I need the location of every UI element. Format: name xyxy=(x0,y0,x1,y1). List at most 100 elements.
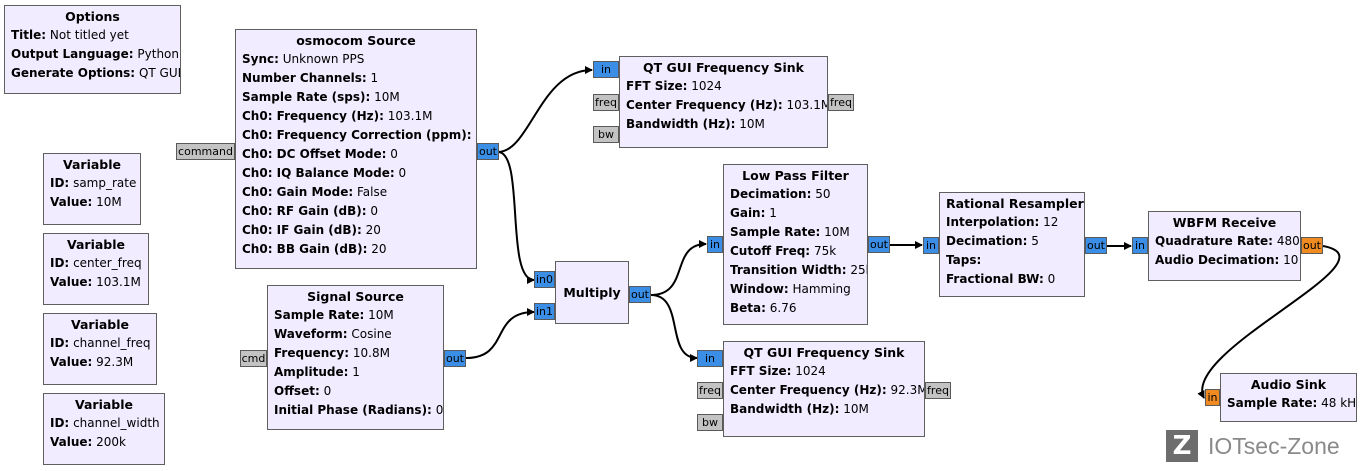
wire-signal-to-multiply[interactable] xyxy=(465,308,535,359)
block-title: Variable xyxy=(62,157,122,172)
signal-source-block[interactable]: Signal Source Sample Rate: 10M Waveform:… xyxy=(267,285,444,430)
block-title: QT GUI Frequency Sink xyxy=(743,345,905,360)
param-row: Sync: Unknown PPS xyxy=(242,52,365,66)
signal-out-port[interactable]: out xyxy=(444,350,466,367)
multiply-in1-port[interactable]: in1 xyxy=(534,303,555,320)
param-row: Taps: xyxy=(946,253,982,267)
block-title: Multiply xyxy=(563,285,621,300)
variable-block-center-freq[interactable]: Variable ID: center_freq Value: 103.1M xyxy=(43,233,149,305)
param-row: Value: 92.3M xyxy=(50,355,134,369)
param-row: Waveform: Cosine xyxy=(274,327,392,341)
param-row: FFT Size: 1024 xyxy=(730,364,826,378)
signal-cmd-port[interactable]: cmd xyxy=(240,350,267,367)
block-title: QT GUI Frequency Sink xyxy=(643,60,804,75)
freqsink1-freq-in-port[interactable]: freq xyxy=(593,94,619,111)
param-row: Initial Phase (Radians): 0 xyxy=(274,403,444,417)
watermark-logo-icon: Z xyxy=(1166,430,1198,462)
param-row: ID: channel_freq xyxy=(50,336,151,350)
wire-multiply-to-lpf[interactable] xyxy=(650,240,707,296)
block-title: osmocom Source xyxy=(296,33,416,48)
lpf-out-port[interactable]: out xyxy=(868,236,890,253)
param-row: Frequency: 10.8M xyxy=(274,346,390,360)
rational-resampler-block[interactable]: Rational Resampler Interpolation: 12 Dec… xyxy=(939,192,1085,297)
param-row: Interpolation: 12 xyxy=(946,215,1059,229)
wire-multiply-to-freqsink2[interactable] xyxy=(650,294,698,362)
param-row: Ch0: Frequency Correction (ppm): 0 xyxy=(242,128,476,142)
param-row: Ch0: IQ Balance Mode: 0 xyxy=(242,166,407,180)
param-row: Decimation: 5 xyxy=(946,234,1039,248)
block-title: Variable xyxy=(74,397,134,412)
param-row: Ch0: Gain Mode: False xyxy=(242,185,388,199)
param-row: Center Frequency (Hz): 92.3M xyxy=(730,383,925,397)
audio-sink-block[interactable]: Audio Sink Sample Rate: 48 kHz xyxy=(1220,373,1357,422)
freqsink1-in-port[interactable]: in xyxy=(593,61,619,78)
lpf-in-port[interactable]: in xyxy=(707,236,723,253)
block-title: Variable xyxy=(70,317,130,332)
param-row: Cutoff Freq: 75k xyxy=(730,244,837,258)
freqsink1-bw-port[interactable]: bw xyxy=(593,126,619,143)
low-pass-filter-block[interactable]: Low Pass Filter Decimation: 50 Gain: 1 S… xyxy=(723,164,868,325)
variable-block-channel-freq[interactable]: Variable ID: channel_freq Value: 92.3M xyxy=(43,313,157,385)
block-title: Low Pass Filter xyxy=(742,168,849,183)
freq-sink-block-1[interactable]: QT GUI Frequency Sink FFT Size: 1024 Cen… xyxy=(619,56,828,148)
options-block[interactable]: Options Title: Not titled yet Output Lan… xyxy=(4,5,181,94)
param-row: ID: samp_rate xyxy=(50,176,137,190)
freqsink2-freq-out-port[interactable]: freq xyxy=(925,382,951,399)
param-row: Gain: 1 xyxy=(730,206,777,220)
param-row: Window: Hamming xyxy=(730,282,851,296)
param-row: Decimation: 50 xyxy=(730,187,831,201)
variable-block-channel-width[interactable]: Variable ID: channel_width Value: 200k xyxy=(43,393,165,465)
block-title: Variable xyxy=(66,237,126,252)
param-row: Fractional BW: 0 xyxy=(946,272,1056,286)
param-row: Transition Width: 25k xyxy=(730,263,867,277)
resampler-out-port[interactable]: out xyxy=(1085,237,1107,254)
osmocom-source-block[interactable]: osmocom Source Sync: Unknown PPS Number … xyxy=(235,29,477,269)
block-title: Signal Source xyxy=(307,289,404,304)
osmocom-command-port[interactable]: command xyxy=(176,143,235,160)
wbfm-in-port[interactable]: in xyxy=(1132,237,1148,254)
block-title: WBFM Receive xyxy=(1172,215,1277,230)
freq-sink-block-2[interactable]: QT GUI Frequency Sink FFT Size: 1024 Cen… xyxy=(723,341,925,437)
param-row: Offset: 0 xyxy=(274,384,332,398)
variable-block-samp-rate[interactable]: Variable ID: samp_rate Value: 10M xyxy=(43,153,141,225)
freqsink1-freq-out-port[interactable]: freq xyxy=(828,94,854,111)
param-row: Amplitude: 1 xyxy=(274,365,360,379)
block-title: Audio Sink xyxy=(1250,377,1327,392)
param-row: Number Channels: 1 xyxy=(242,71,379,85)
param-row: Title: Not titled yet xyxy=(11,28,129,42)
param-row: Sample Rate (sps): 10M xyxy=(242,90,400,104)
wire-osmocom-to-freqsink1[interactable] xyxy=(497,66,593,153)
param-row: Output Language: Python xyxy=(11,47,180,61)
param-row: FFT Size: 1024 xyxy=(626,79,722,93)
block-title: Options xyxy=(65,9,120,24)
multiply-out-port[interactable]: out xyxy=(629,286,651,303)
multiply-block[interactable]: Multiply xyxy=(555,261,629,324)
param-row: Quadrature Rate: 480k xyxy=(1155,234,1300,248)
param-row: ID: channel_width xyxy=(50,416,160,430)
param-row: ID: center_freq xyxy=(50,256,142,270)
wbfm-out-port[interactable]: out xyxy=(1301,237,1323,254)
param-row: Ch0: BB Gain (dB): 20 xyxy=(242,242,387,256)
param-row: Sample Rate: 10M xyxy=(730,225,850,239)
param-row: Value: 103.1M xyxy=(50,275,141,289)
param-row: Generate Options: QT GUI xyxy=(11,66,181,80)
audio-sink-in-port[interactable]: in xyxy=(1205,389,1220,406)
wire-wbfm-to-audiosink[interactable] xyxy=(1197,245,1341,399)
multiply-in0-port[interactable]: in0 xyxy=(534,271,555,288)
wbfm-receive-block[interactable]: WBFM Receive Quadrature Rate: 480k Audio… xyxy=(1148,211,1301,281)
wire-osmocom-to-multiply[interactable] xyxy=(497,151,535,284)
osmocom-out-port[interactable]: out xyxy=(477,143,499,160)
resampler-in-port[interactable]: in xyxy=(923,237,939,254)
param-row: Sample Rate: 48 kHz xyxy=(1227,396,1357,410)
param-row: Beta: 6.76 xyxy=(730,301,797,315)
param-row: Center Frequency (Hz): 103.1M xyxy=(626,98,828,112)
freqsink2-bw-port[interactable]: bw xyxy=(697,414,723,431)
freqsink2-in-port[interactable]: in xyxy=(697,350,723,367)
freqsink2-freq-in-port[interactable]: freq xyxy=(697,382,723,399)
param-row: Ch0: IF Gain (dB): 20 xyxy=(242,223,381,237)
watermark-text: IOTsec-Zone xyxy=(1208,432,1340,459)
param-row: Ch0: RF Gain (dB): 0 xyxy=(242,204,379,218)
param-row: Value: 200k xyxy=(50,435,127,449)
